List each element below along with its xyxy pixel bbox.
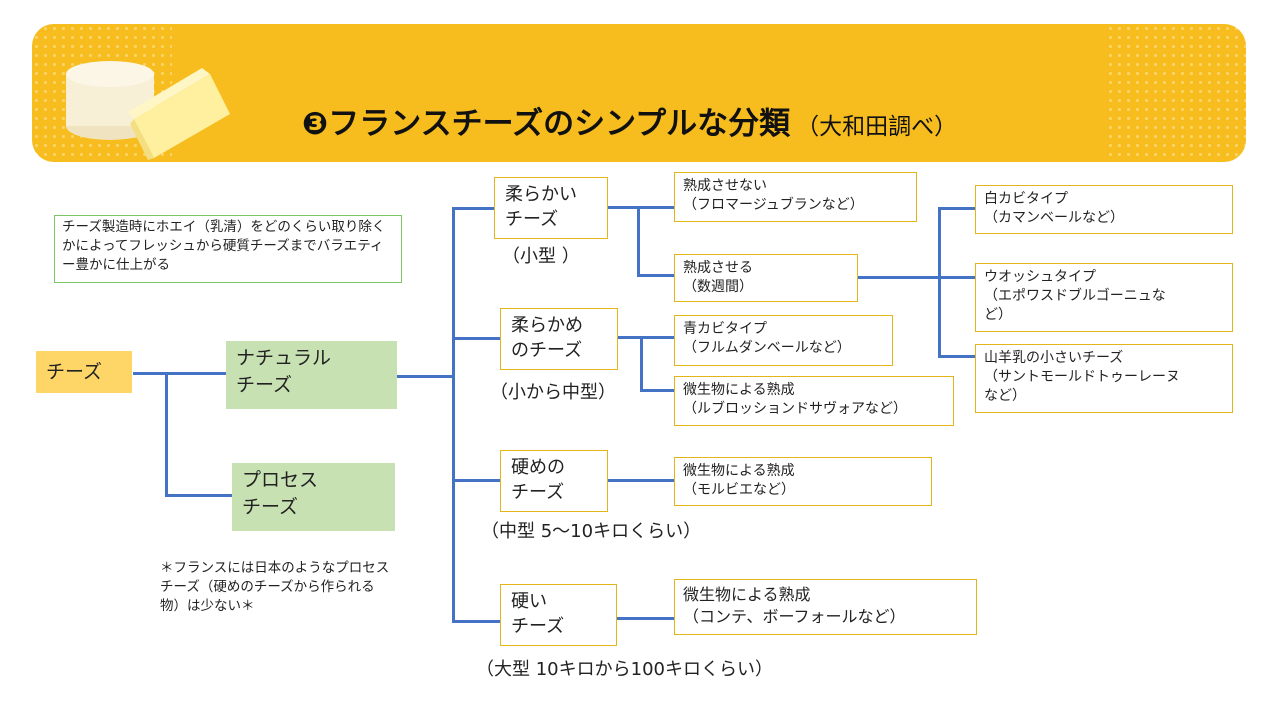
connector: [607, 206, 674, 209]
france-process-note: ＊フランスには日本のようなプロセスチーズ（硬めのチーズから作られる物）は少ない＊: [160, 560, 390, 614]
connector: [857, 276, 975, 279]
connector: [452, 620, 500, 623]
connector: [640, 389, 674, 392]
connector: [617, 617, 674, 620]
label-firm-size: （中型 5～10キロくらい）: [481, 521, 702, 542]
node-hard-cheese: 硬いチーズ: [500, 584, 617, 646]
node-semi-soft-cheese: 柔らかめのチーズ: [500, 308, 618, 370]
node-unripened: 熟成させない（フロマージュブランなど）: [674, 172, 917, 222]
node-white-mold: 白カビタイプ（カマンベールなど）: [975, 185, 1233, 234]
connector: [452, 479, 500, 482]
connector: [640, 336, 643, 392]
node-blue-mold: 青カビタイプ（フルムダンベールなど）: [674, 315, 893, 366]
node-washed-rind: ウオッシュタイプ（エポワスドブルゴーニュなど）: [975, 263, 1233, 332]
connector: [165, 494, 233, 497]
intro-note: チーズ製造時にホエイ（乳清）をどのくらい取り除くかによってフレッシュから硬質チー…: [54, 215, 402, 283]
node-soft-cheese: 柔らかいチーズ: [494, 177, 608, 239]
node-goat-cheese: 山羊乳の小さいチーズ（サントモールドトゥーレーヌなど）: [975, 344, 1233, 413]
page-title: ❸フランスチーズのシンプルな分類（大和田調べ）: [302, 106, 958, 142]
connector: [396, 375, 455, 378]
page-subtitle: （大和田調べ）: [796, 114, 958, 140]
connector: [607, 479, 674, 482]
label-hard-size: （大型 10キロから100キロくらい）: [476, 659, 773, 680]
connector: [938, 207, 975, 210]
connector: [133, 372, 228, 375]
cheese-icon: [66, 61, 230, 160]
connector: [452, 207, 455, 623]
label-soft-size: （小型 ）: [502, 246, 580, 267]
title-banner: ❸フランスチーズのシンプルな分類（大和田調べ）: [32, 24, 1246, 162]
label-semi-soft-size: （小から中型）: [490, 382, 616, 403]
connector: [617, 336, 674, 339]
connector: [938, 207, 941, 358]
connector: [165, 372, 168, 497]
node-firm-cheese: 硬めのチーズ: [500, 450, 608, 512]
node-process-cheese: プロセスチーズ: [232, 463, 395, 531]
dot-pattern-right: [1106, 24, 1246, 162]
connector: [637, 274, 674, 277]
node-microbial-hard: 微生物による熟成（コンテ、ボーフォールなど）: [674, 579, 977, 635]
node-microbial-firm: 微生物による熟成（モルビエなど）: [674, 457, 932, 506]
connector: [938, 355, 975, 358]
connector: [637, 206, 640, 277]
node-natural-cheese: ナチュラルチーズ: [226, 341, 397, 409]
connector: [452, 207, 495, 210]
node-cheese-root: チーズ: [36, 351, 132, 393]
node-microbial-semi-soft: 微生物による熟成（ルブロッションドサヴォアなど）: [674, 376, 954, 426]
connector: [452, 337, 500, 340]
node-ripened: 熟成させる（数週間）: [674, 254, 858, 302]
